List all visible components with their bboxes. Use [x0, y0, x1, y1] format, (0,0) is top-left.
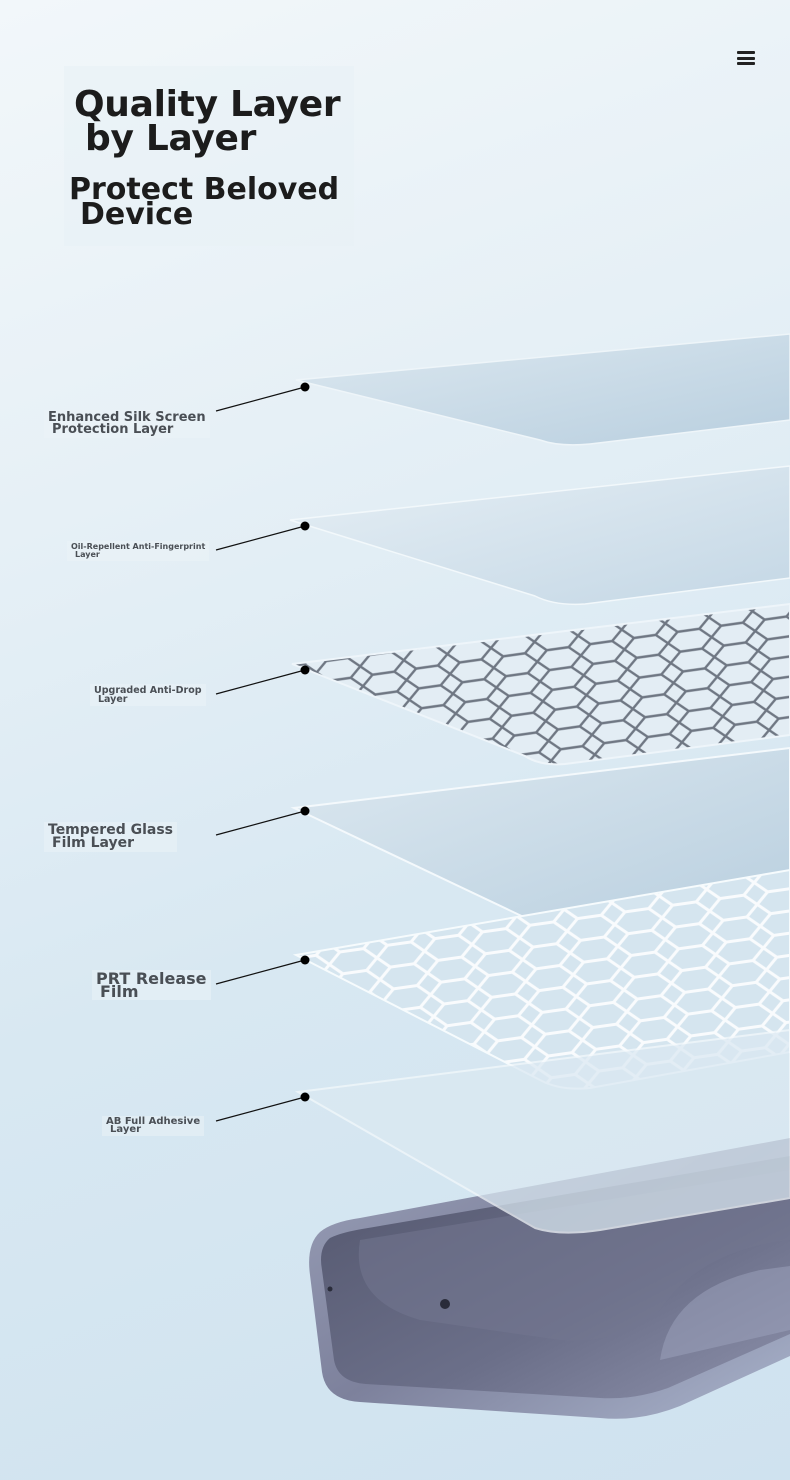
callout-line-6: [215, 1096, 306, 1122]
page-subtitle: Protect Beloved Device: [69, 172, 340, 232]
callout-dot-1: [300, 382, 310, 392]
layer-label-anti-drop: Upgraded Anti-Drop Layer: [90, 684, 206, 706]
ab-adhesive-sheet: [294, 1028, 790, 1234]
layer-label-line2: Film: [100, 982, 139, 1001]
page-subtitle-line1: Protect Beloved: [69, 172, 340, 207]
layer-label-line2: Layer: [98, 694, 128, 705]
callout-line-2: [215, 525, 306, 551]
page-title-line1: Quality Layer: [74, 84, 341, 125]
layer-label-tempered-glass: Tempered Glass Film Layer: [44, 822, 177, 852]
callout-lines: [215, 386, 306, 1122]
layer-label-silk-screen: Enhanced Silk Screen Protection Layer: [44, 410, 210, 438]
layer-label-oil-repellent: Oil-Repellent Anti-Fingerprint Layer: [67, 541, 210, 561]
callout-dot-2: [300, 521, 310, 531]
layer-label-line2: Film Layer: [52, 835, 135, 851]
layer-label-line2: Layer: [110, 1124, 142, 1135]
layer-label-line1: Upgraded Anti-Drop: [94, 685, 202, 696]
hamburger-menu-icon[interactable]: [736, 49, 756, 67]
layer-label-ab-adhesive: AB Full Adhesive Layer: [102, 1116, 205, 1136]
callout-line-3: [215, 669, 306, 695]
layer-label-line2: Protection Layer: [52, 422, 174, 437]
page-subtitle-line2: Device: [80, 197, 194, 232]
callout-line-5: [215, 959, 306, 985]
silk-screen-sheet: [295, 333, 790, 446]
callout-dots: [300, 382, 310, 1102]
page-title: Quality Layer by Layer: [74, 87, 341, 159]
layer-label-line1: Tempered Glass: [48, 822, 173, 838]
layer-label-line1: Oil-Repellent Anti-Fingerprint: [71, 542, 206, 551]
callout-line-1: [215, 386, 306, 412]
layer-label-prt-release: PRT Release Film: [92, 970, 211, 1000]
callout-line-4: [215, 810, 306, 836]
page-title-line2: by Layer: [85, 118, 257, 159]
anti-drop-mesh-sheet: [291, 602, 790, 766]
headline-panel: [64, 66, 354, 246]
layer-label-line1: AB Full Adhesive: [106, 1116, 201, 1127]
layer-label-line1: Enhanced Silk Screen: [48, 410, 206, 425]
oil-repellent-sheet: [289, 465, 790, 606]
layer-label-line1: PRT Release: [96, 969, 207, 988]
callout-dot-5: [300, 955, 310, 965]
front-camera: [440, 1299, 450, 1309]
callout-dot-4: [300, 806, 310, 816]
layer-label-line2: Layer: [75, 550, 100, 559]
callout-dot-3: [300, 665, 310, 675]
callout-dot-6: [300, 1092, 310, 1102]
